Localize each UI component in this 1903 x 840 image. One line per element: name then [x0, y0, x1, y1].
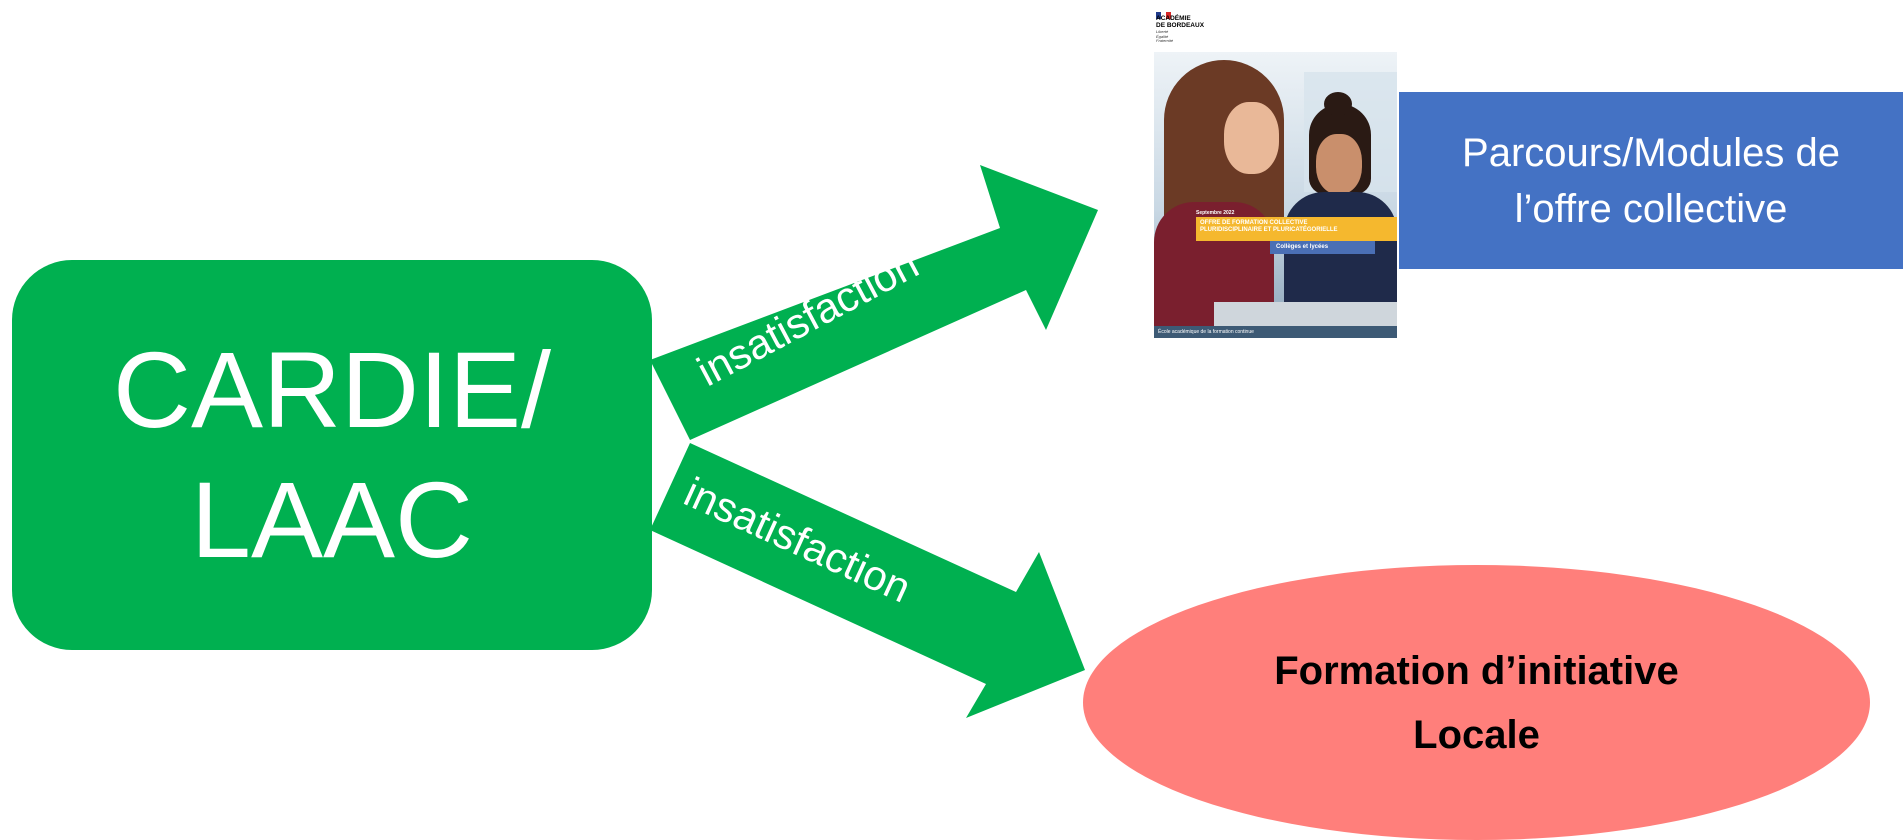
- brochure-cover: ACADÉMIE DE BORDEAUX Liberté Égalité Fra…: [1154, 4, 1399, 338]
- logo-motto-2: Égalité: [1156, 33, 1169, 39]
- upper-arrow: [650, 165, 1098, 440]
- formation-initiative-locale-ellipse: Formation d’initiative Locale: [1083, 565, 1870, 840]
- brochure-title-line1: OFFRE DE FORMATION COLLECTIVE: [1200, 220, 1308, 226]
- brochure-footer: École académique de la formation continu…: [1154, 326, 1397, 338]
- brochure-date: Septembre 2022: [1196, 210, 1235, 216]
- brochure-title-line2: PLURIDISCIPLINAIRE ET PLURICATÉGORIELLE: [1200, 227, 1338, 233]
- logo-line1: ACADÉMIE: [1156, 15, 1191, 22]
- lower-arrow: [650, 443, 1085, 718]
- cardie-laac-box: CARDIE/ LAAC: [12, 260, 652, 650]
- parcours-line1: Parcours/Modules de: [1462, 130, 1840, 175]
- cardie-line1: CARDIE/: [112, 329, 552, 450]
- brochure-title-band: OFFRE DE FORMATION COLLECTIVE PLURIDISCI…: [1196, 217, 1397, 241]
- logo-motto-1: Liberté: [1156, 29, 1169, 34]
- flag-icon: [1156, 6, 1172, 19]
- parcours-line2: l’offre collective: [1514, 186, 1788, 231]
- formation-line1: Formation d’initiative: [1274, 648, 1679, 693]
- academie-logo: ACADÉMIE DE BORDEAUX Liberté Égalité Fra…: [1156, 6, 1226, 44]
- brochure-subtitle: Collèges et lycées: [1270, 241, 1375, 254]
- formation-line2: Locale: [1413, 712, 1540, 757]
- logo-motto-3: Fraternité: [1156, 38, 1174, 43]
- cardie-line2: LAAC: [190, 459, 474, 580]
- brochure-photo: [1154, 52, 1397, 338]
- logo-line2: DE BORDEAUX: [1156, 22, 1205, 29]
- parcours-modules-box: Parcours/Modules de l’offre collective: [1399, 92, 1903, 269]
